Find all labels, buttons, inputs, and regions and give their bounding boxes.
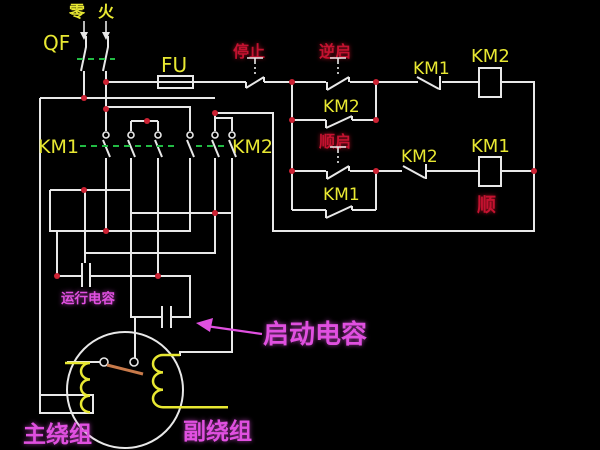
km1-seal-contact-label: KM1 (323, 185, 360, 205)
aux-winding-label: 副绕组 (183, 418, 252, 445)
starting-capacitor: 启动电容 (161, 306, 367, 350)
km2-coil: KM2 (471, 46, 510, 98)
km2-main-contacts: KM2 (186, 131, 273, 158)
live-label: 火 (98, 2, 115, 21)
km1-interlock-label: KM1 (413, 59, 450, 79)
breaker-label: QF (43, 31, 70, 55)
reverse-start-button: 逆启 (319, 42, 351, 91)
starting-capacitor-label: 启动电容 (263, 319, 367, 350)
km2-coil-label: KM2 (471, 46, 510, 67)
km2-seal-contact-label: KM2 (323, 97, 360, 117)
switch-blade (106, 363, 144, 376)
fuse-label: FU (161, 53, 187, 77)
stop-button-label: 停止 (233, 42, 265, 61)
km1-nc-interlock: KM1 (413, 59, 450, 90)
forward-start-button: 顺启 (319, 132, 351, 180)
km1-main-contacts-label: KM1 (38, 136, 79, 158)
qf-breaker: 零 火 QF (43, 2, 115, 72)
fuse-symbol: FU (157, 53, 194, 89)
start-cap-arrow-icon (196, 318, 263, 336)
forward-indicator-label: 顺 (477, 194, 496, 216)
km2-seal-contact: KM2 (323, 97, 360, 129)
km2-main-contacts-label: KM2 (232, 136, 273, 158)
km2-interlock-label: KM2 (401, 147, 438, 167)
neutral-label: 零 (68, 2, 86, 21)
junction-dots (54, 79, 537, 279)
km2-nc-interlock: KM2 (401, 147, 438, 179)
km1-coil: KM1 顺 (471, 136, 510, 216)
wires (39, 71, 535, 414)
main-winding-label: 主绕组 (23, 421, 92, 448)
km1-coil-label: KM1 (471, 136, 510, 157)
running-capacitor-label: 运行电容 (61, 290, 115, 307)
stop-button: 停止 (233, 42, 265, 89)
aux-winding-coil (151, 353, 228, 409)
running-capacitor: 运行电容 (61, 263, 115, 307)
forward-start-label: 顺启 (319, 132, 351, 151)
supply-arrow-icons (80, 21, 110, 40)
km1-main-contacts: KM1 (38, 131, 178, 158)
km1-seal-contact: KM1 (323, 185, 360, 219)
main-winding-coil (65, 361, 91, 414)
reverse-start-label: 逆启 (319, 42, 351, 61)
motor-circle (65, 331, 228, 449)
centrifugal-switch (99, 357, 144, 376)
